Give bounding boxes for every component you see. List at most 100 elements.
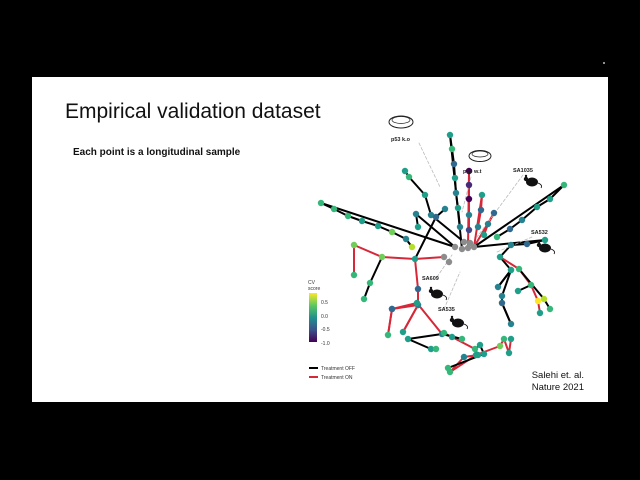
tree-branch: [407, 333, 443, 340]
tree-node: [507, 320, 515, 328]
tree-node: [471, 345, 479, 353]
tree-branch: [407, 338, 432, 350]
tree-node: [451, 243, 459, 251]
guide-line: [476, 174, 524, 238]
tree-guides: [418, 142, 533, 310]
label-p53-ko: p53 k.o: [391, 137, 411, 143]
phylogenetic-tree-figure: p53 k.o p53 w.t SA1035 SA532 SA609 SA535…: [308, 115, 568, 381]
tree-node: [441, 205, 449, 213]
tree-node: [493, 233, 501, 241]
tree-branch: [499, 256, 520, 270]
tree-node: [378, 253, 386, 261]
tree-node: [358, 217, 366, 225]
tree-branch: [501, 269, 512, 297]
tree-node: [445, 258, 453, 266]
tree-node: [465, 211, 473, 219]
tree-branch: [320, 202, 456, 248]
mouse-icon: [449, 315, 468, 330]
mouse-icon: [523, 174, 542, 189]
colorbar-title-2: score: [308, 286, 320, 292]
tree-node: [484, 220, 492, 228]
tree-node: [480, 231, 488, 239]
tree-branch: [415, 213, 456, 248]
tree-node: [388, 305, 396, 313]
tree-node: [498, 292, 506, 300]
tree-node: [536, 309, 544, 317]
tree-node: [541, 236, 549, 244]
colorbar: [309, 293, 317, 342]
tree-node: [427, 345, 435, 353]
tree-node: [472, 351, 480, 359]
tree-node: [507, 241, 515, 249]
tree-branch: [414, 256, 445, 260]
tree-node: [411, 255, 419, 263]
tree-node: [412, 210, 420, 218]
colorbar-tick: -1.0: [321, 341, 330, 347]
tree-branch: [369, 256, 383, 284]
tree-node: [399, 328, 407, 336]
tree-node: [465, 167, 473, 175]
tree-node: [514, 287, 522, 295]
tree-node: [366, 279, 374, 287]
tree-node: [408, 243, 416, 251]
tree-node: [496, 253, 504, 261]
tree-node: [494, 283, 502, 291]
tree-node: [454, 204, 462, 212]
tree-node: [458, 245, 466, 253]
tree-node: [432, 345, 440, 353]
tree-node: [421, 191, 429, 199]
tree-node: [505, 349, 513, 357]
tree-node: [476, 341, 484, 349]
tree-node: [374, 222, 382, 230]
tree-branch: [501, 302, 512, 325]
tree-node: [500, 335, 508, 343]
tree-node: [490, 209, 498, 217]
tree-node: [402, 235, 410, 243]
tree-node: [360, 295, 368, 303]
tree-node: [414, 285, 422, 293]
label-p53-wt: p53 w.t: [463, 169, 482, 175]
tree-node: [460, 353, 468, 361]
tree-node: [478, 191, 486, 199]
tree-node: [523, 240, 531, 248]
tree-node: [515, 265, 523, 273]
colorbar-tick: -0.5: [321, 327, 330, 333]
tree-node: [384, 331, 392, 339]
label-sa1035: SA1035: [513, 168, 533, 174]
mouse-icon: [536, 240, 555, 255]
tree-node: [470, 243, 478, 251]
tree-node: [405, 173, 413, 181]
tree-branch: [408, 176, 426, 196]
tree-node: [446, 131, 454, 139]
tree-branch: [387, 308, 393, 336]
tree-node: [533, 203, 541, 211]
tree-node: [460, 238, 468, 246]
tree-branch: [521, 206, 538, 221]
mouse-icon: [428, 286, 447, 301]
tree-node: [427, 211, 435, 219]
tree-node: [450, 160, 458, 168]
tree-branch: [414, 258, 419, 290]
legend-label-on: Treatment ON: [321, 375, 353, 381]
guide-line: [436, 254, 453, 278]
slide-title: Empirical validation dataset: [65, 100, 321, 123]
legend-label-off: Treatment OFF: [321, 366, 355, 372]
guide-line: [443, 271, 461, 310]
guide-line: [496, 236, 533, 253]
tree-node: [414, 223, 422, 231]
tree-branch: [473, 184, 565, 248]
tree-branch: [402, 304, 419, 333]
tree-node: [432, 213, 440, 221]
slide-subtitle: Each point is a longitudinal sample: [73, 147, 241, 158]
tree-node: [534, 297, 542, 305]
tree-branch: [391, 302, 418, 310]
tree-node: [465, 181, 473, 189]
tree-node: [440, 253, 448, 261]
tree-node: [507, 335, 515, 343]
tree-node: [477, 206, 485, 214]
tree-node: [330, 205, 338, 213]
tree-node: [480, 350, 488, 358]
label-sa609: SA609: [422, 276, 439, 282]
tree-node: [546, 195, 554, 203]
tree-node: [465, 226, 473, 234]
